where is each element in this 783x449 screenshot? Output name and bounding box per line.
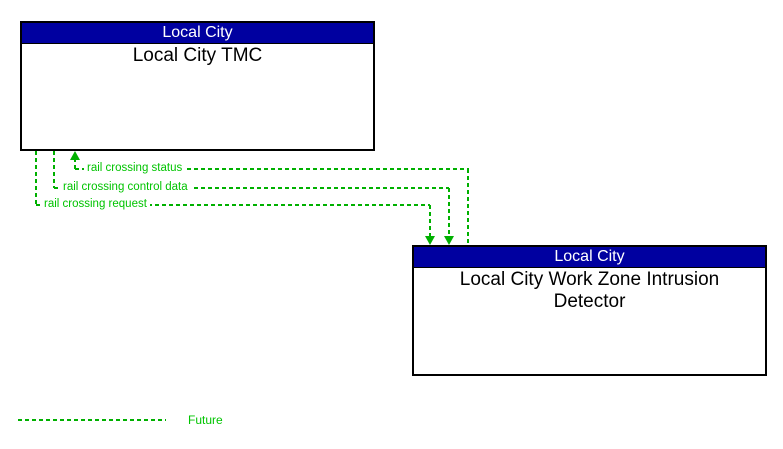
legend-future-line [18,419,166,421]
entity-title: Local City TMC [132,45,263,66]
entity-box-local-city-tmc[interactable]: Local City Local City TMC [20,21,375,151]
entity-header: Local City [22,23,373,44]
arrowhead-up-icon [70,151,80,160]
flow-line-segment [74,158,76,169]
entity-title: Local City Work Zone Intrusion Detector [459,269,720,312]
flow-line-segment [467,169,469,245]
arrowhead-down-icon [425,236,435,245]
flow-line-segment [429,205,431,237]
flow-line-segment [75,168,469,170]
flow-label-rail-crossing-status[interactable]: rail crossing status [84,161,186,175]
entity-header: Local City [414,247,765,268]
flow-label-rail-crossing-control-data[interactable]: rail crossing control data [60,180,191,194]
flow-line-segment [36,204,430,206]
flow-label-rail-crossing-request[interactable]: rail crossing request [41,197,150,211]
flow-line-segment [35,151,37,205]
entity-box-local-city-work-zone-intrusion-detector[interactable]: Local City Local City Work Zone Intrusio… [412,245,767,376]
flow-line-segment [448,188,450,237]
legend-future-label: Future [188,413,223,427]
arrowhead-down-icon [444,236,454,245]
flow-line-segment [54,187,449,189]
flow-line-segment [53,151,55,188]
